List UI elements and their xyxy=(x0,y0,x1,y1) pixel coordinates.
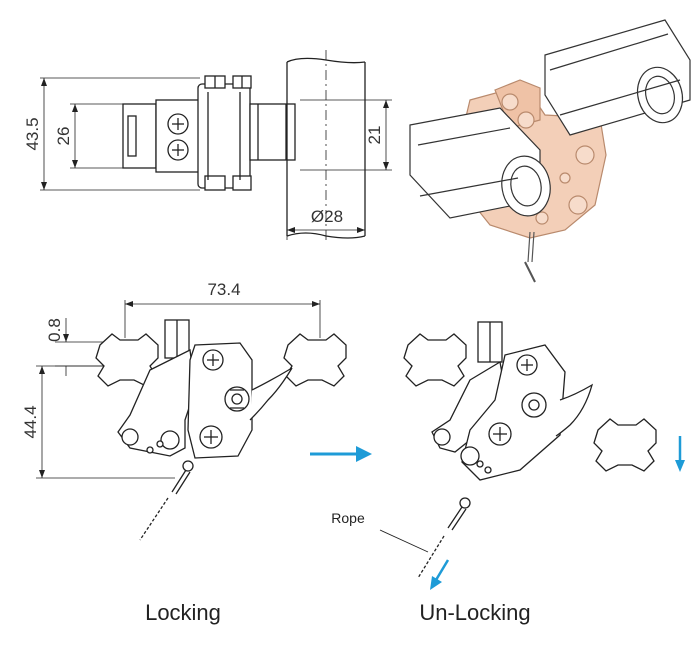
dim-span: 73.4 xyxy=(207,280,240,299)
locking-view xyxy=(36,300,347,541)
unlocking-view xyxy=(379,321,657,579)
side-view xyxy=(40,50,392,240)
dim-tube-gap: 21 xyxy=(365,126,384,145)
caption-locking: Locking xyxy=(145,600,221,625)
direction-arrow xyxy=(310,446,372,462)
dim-offset: 0.8 xyxy=(45,318,64,342)
dim-overall-height: 43.5 xyxy=(23,117,42,150)
release-arrows xyxy=(430,436,685,590)
dim-tube-diameter: Ø28 xyxy=(311,207,343,226)
isometric-render xyxy=(409,19,691,283)
caption-unlocking: Un-Locking xyxy=(419,600,530,625)
dim-inner-height: 26 xyxy=(54,127,73,146)
rope-label: Rope xyxy=(331,510,365,526)
dim-lock-height: 44.4 xyxy=(21,405,40,438)
